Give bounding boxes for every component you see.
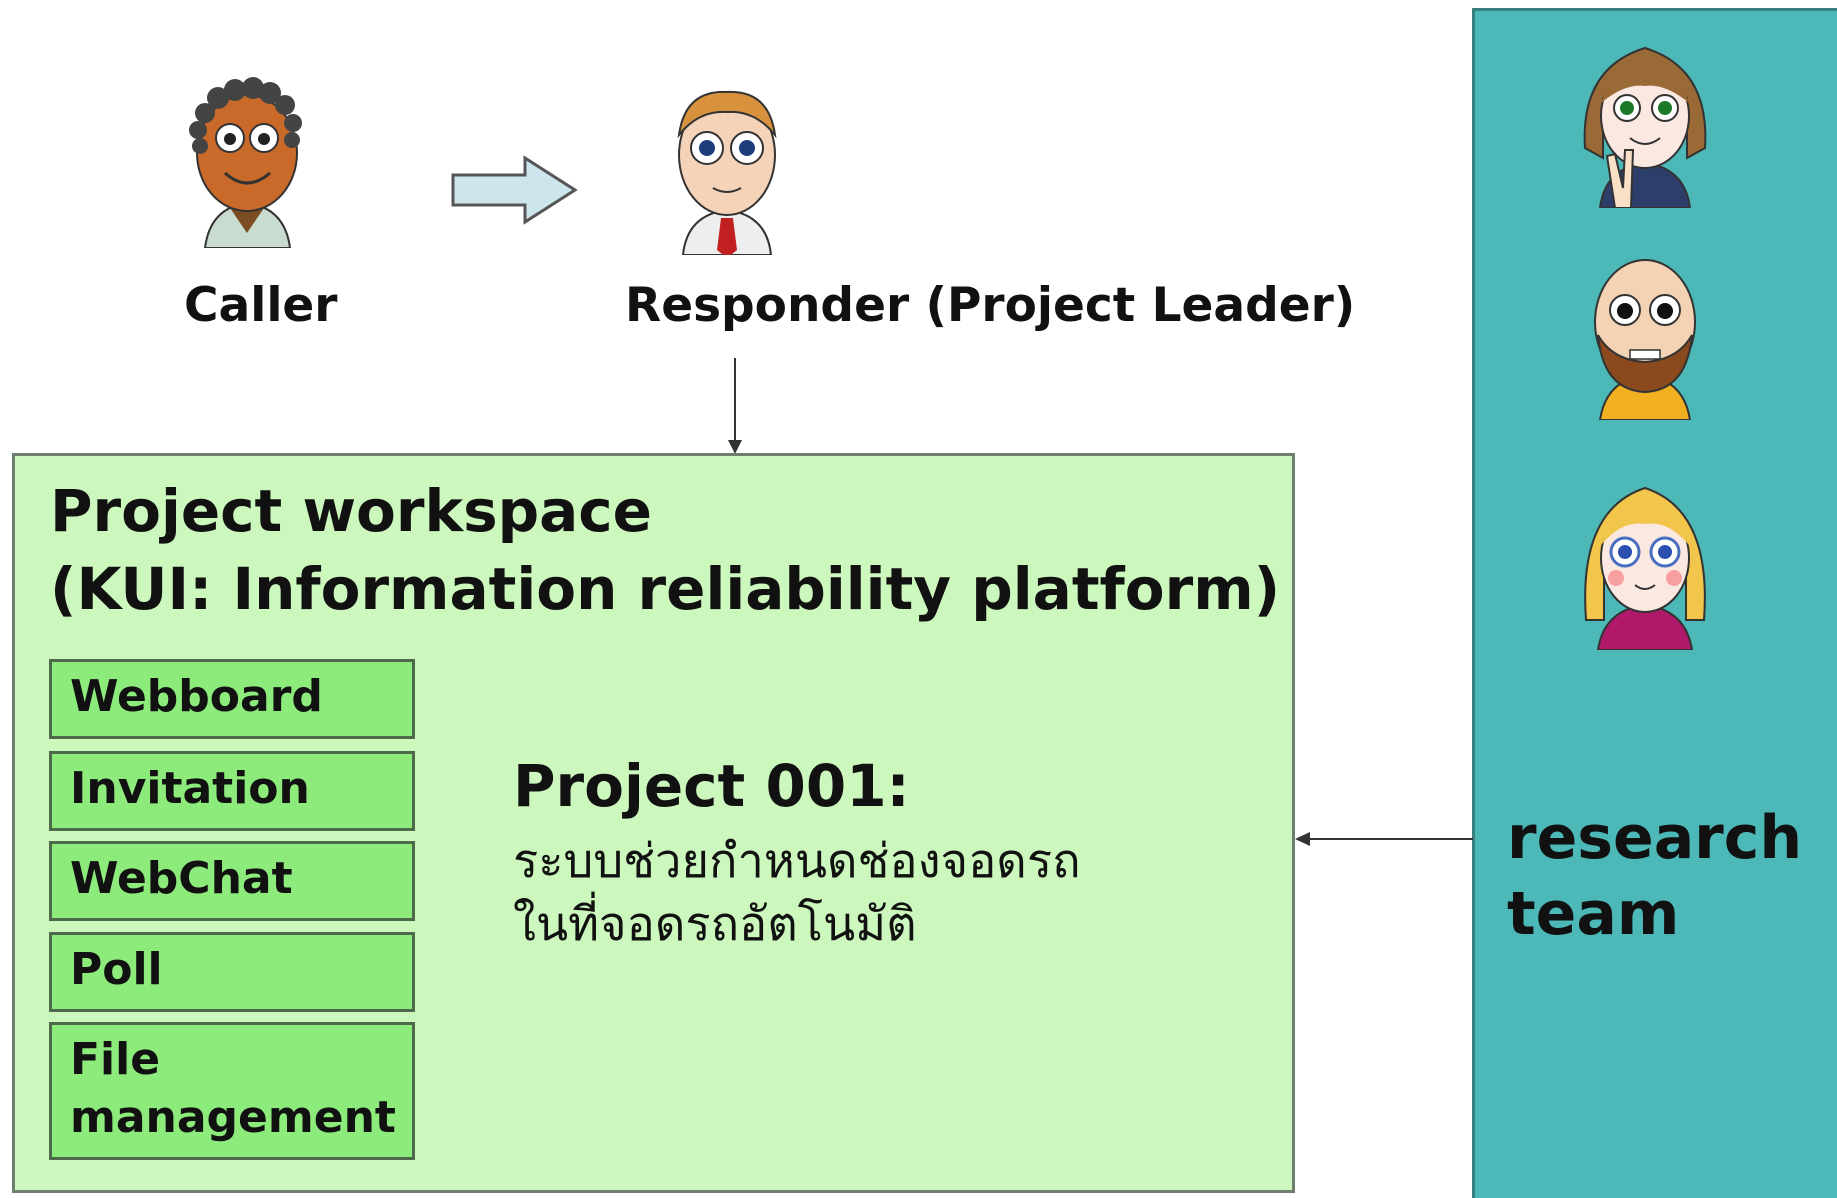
team-member-3-icon: [1584, 486, 1706, 650]
tool-webchat[interactable]: WebChat: [49, 841, 415, 921]
tool-poll[interactable]: Poll: [49, 932, 415, 1012]
team-member-1-icon: [1583, 46, 1707, 208]
tool-invitation[interactable]: Invitation: [49, 751, 415, 831]
research-team-label: research team: [1507, 803, 1803, 949]
left-arrow-connector: [1295, 832, 1473, 846]
caller-avatar-icon: [189, 77, 302, 248]
tool-file-management[interactable]: File management: [49, 1022, 415, 1160]
caller-label: Caller: [184, 278, 338, 333]
right-arrow-icon: [451, 155, 578, 225]
team-member-2-icon: [1594, 259, 1696, 420]
project-description: ระบบช่วยกำหนดช่องจอดรถ ในที่จอดรถอัตโนมั…: [513, 834, 1081, 952]
responder-label: Responder (Project Leader): [625, 278, 1356, 333]
down-arrow-connector: [728, 358, 742, 454]
responder-avatar-icon: [677, 90, 777, 255]
tool-webboard[interactable]: Webboard: [49, 659, 415, 739]
project-title: Project 001:: [513, 752, 910, 820]
workspace-title: Project workspace (KUI: Information reli…: [50, 477, 1281, 623]
